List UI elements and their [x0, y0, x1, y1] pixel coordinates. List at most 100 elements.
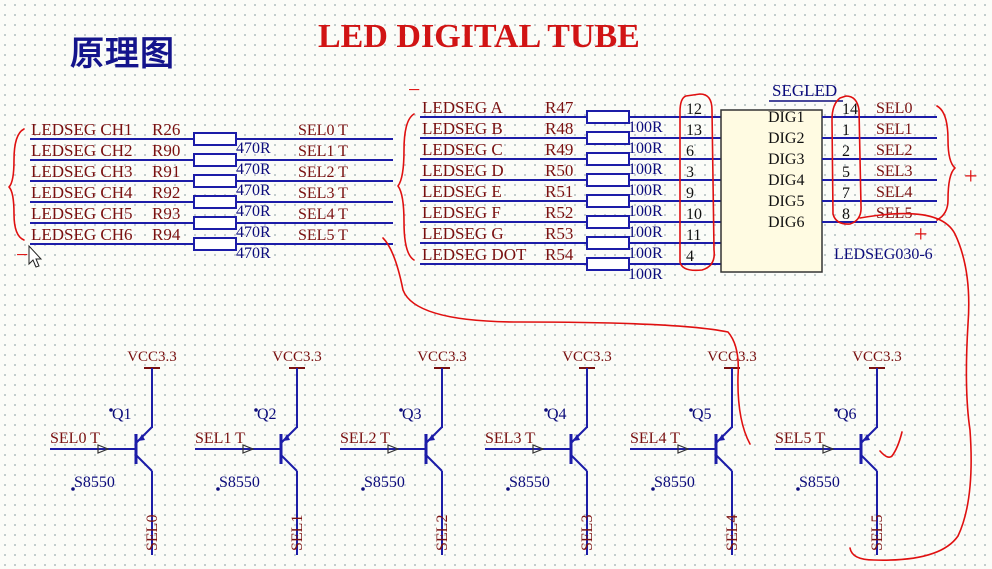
base-port-arrow: [242, 444, 255, 454]
segment-net-label: LEDSEG D: [422, 161, 504, 180]
display-pin-number: 9: [686, 185, 694, 202]
digit-group-brace: [936, 105, 956, 221]
segment-resistor-ref: R49: [545, 140, 573, 159]
segment-net-label: LEDSEG G: [422, 224, 504, 243]
transistor-type: S8550: [799, 474, 840, 491]
diagram-title: LED DIGITAL TUBE: [318, 18, 640, 55]
transistor-ref: Q1: [112, 406, 132, 423]
base-net-label: SEL1 T: [195, 430, 245, 447]
collector-net-label: SEL1: [289, 515, 306, 551]
ref-dot: [399, 408, 403, 412]
left-net-label: LEDSEG CH3: [31, 162, 133, 181]
segment-resistor-body: [586, 236, 630, 250]
segment-resistor-ref: R54: [545, 245, 574, 264]
plus-mark: +: [964, 164, 978, 190]
transistor-ref: Q3: [402, 406, 422, 423]
left-resistor-ref: R91: [152, 162, 180, 181]
display-body: [720, 109, 823, 273]
display-part-number: LEDSEG030-6: [834, 246, 933, 263]
sel5-return-path: [849, 212, 972, 561]
base-port-arrow: [97, 444, 110, 454]
collector-net-label: SEL5: [869, 515, 886, 551]
minus-mark: −: [16, 242, 28, 267]
display-digit-label: DIG5: [768, 193, 804, 210]
left-resistor-body: [193, 237, 237, 251]
display-pin-number: 10: [686, 206, 702, 223]
segment-resistor-body: [586, 215, 630, 229]
transistor-type: S8550: [364, 474, 405, 491]
segment-resistor-body: [586, 257, 630, 271]
left-net-label: LEDSEG CH2: [31, 141, 133, 160]
digit-net-label: SEL4: [876, 184, 912, 201]
segment-resistor-ref: R53: [545, 224, 573, 243]
collector-net-label: SEL0: [144, 515, 161, 551]
left-net-label: LEDSEG CH5: [31, 204, 133, 223]
segment-net-label: LEDSEG F: [422, 203, 501, 222]
display-name: SEGLED: [772, 81, 837, 100]
segment-resistor-value: 100R: [628, 140, 663, 157]
transistor-ref: Q5: [692, 406, 712, 423]
ref-dot: [689, 408, 693, 412]
type-dot: [361, 487, 365, 491]
emitter-arrow: [138, 434, 145, 441]
transistor-type: S8550: [654, 474, 695, 491]
display-pin-number: 13: [686, 122, 702, 139]
mouse-cursor-icon: [28, 244, 43, 268]
emitter-arrow: [428, 434, 435, 441]
display-digit-label: DIG4: [768, 172, 804, 189]
emitter-arrow: [863, 434, 870, 441]
transistor-type: S8550: [219, 474, 260, 491]
left-resistor-value: 470R: [236, 140, 271, 157]
left-sel-label: SEL1 T: [298, 143, 348, 160]
power-label: VCC3.3: [127, 349, 177, 365]
segment-net-label: LEDSEG C: [422, 140, 503, 159]
left-resistor-value: 470R: [236, 245, 271, 262]
segment-resistor-value: 100R: [628, 182, 663, 199]
base-net-label: SEL3 T: [485, 430, 535, 447]
left-group-brace: [8, 128, 25, 241]
collector-net-label: SEL3: [579, 515, 596, 551]
power-label: VCC3.3: [417, 349, 467, 365]
transistor-collector-leg: [425, 454, 443, 472]
sel5-route-path: [382, 237, 751, 445]
display-pin-number: 6: [686, 143, 694, 160]
ref-dot: [834, 408, 838, 412]
left-resistor-value: 470R: [236, 224, 271, 241]
digit-net-label: SEL1: [876, 121, 912, 138]
digit-net-label: SEL0: [876, 100, 912, 117]
left-resistor-body: [193, 153, 237, 167]
base-port-arrow: [532, 444, 545, 454]
segment-resistor-body: [586, 152, 630, 166]
left-resistor-value: 470R: [236, 203, 271, 220]
digit-net-label: SEL2: [876, 142, 912, 159]
segment-resistor-value: 100R: [628, 224, 663, 241]
left-sel-label: SEL5 T: [298, 227, 348, 244]
display-digit-pin: 1: [842, 122, 850, 139]
left-resistor-ref: R92: [152, 183, 180, 202]
segment-resistor-ref: R51: [545, 182, 573, 201]
left-resistor-ref: R93: [152, 204, 180, 223]
left-net-label: LEDSEG CH4: [31, 183, 133, 202]
display-pin-number: 3: [686, 164, 694, 181]
digit-pin-loop: [831, 95, 862, 225]
transistor-type: S8550: [509, 474, 550, 491]
transistor-collector-leg: [715, 454, 733, 472]
display-pin-number: 12: [686, 101, 702, 118]
base-net-label: SEL2 T: [340, 430, 390, 447]
left-net-label: LEDSEG CH1: [31, 120, 133, 139]
display-pin-number: 11: [686, 227, 701, 244]
collector-net-label: SEL2: [434, 515, 451, 551]
base-net-label: SEL4 T: [630, 430, 680, 447]
display-digit-label: DIG2: [768, 130, 804, 147]
type-dot: [651, 487, 655, 491]
segment-resistor-ref: R52: [545, 203, 573, 222]
minus-mark: −: [408, 77, 420, 102]
segment-resistor-value: 100R: [628, 119, 663, 136]
left-resistor-body: [193, 216, 237, 230]
emitter-arrow: [718, 434, 725, 441]
type-dot: [216, 487, 220, 491]
base-net-label: SEL5 T: [775, 430, 825, 447]
page-heading: 原理图: [70, 34, 175, 74]
display-digit-label: DIG6: [768, 214, 804, 231]
